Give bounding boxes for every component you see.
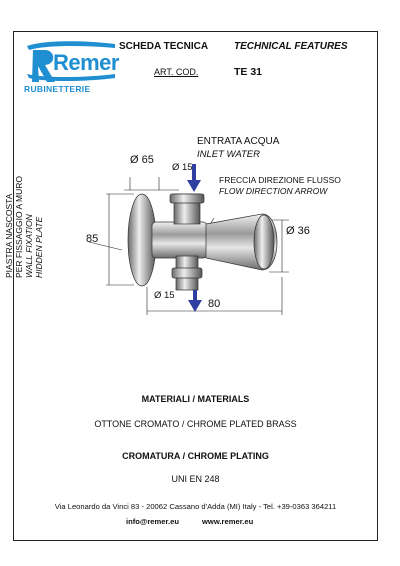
sheet-title-it: SCHEDA TECNICA — [119, 41, 209, 52]
dim-diameter-36: Ø 36 — [286, 225, 310, 237]
plate-label-en-2: HIDDEN PLATE — [34, 216, 44, 278]
remer-logo: Remer — [23, 38, 119, 98]
brand-subtitle: RUBINETTERIE — [24, 84, 91, 94]
valve-drawing — [88, 164, 289, 315]
inlet-arrow — [187, 164, 201, 192]
dim-diameter-15-top: Ø 15 — [172, 162, 193, 173]
plate-label-it-2: PER FISSAGGIO A MURO — [14, 175, 24, 278]
dim-length-80: 80 — [208, 298, 221, 310]
plating-title: CROMATURA / CHROME PLATING — [122, 451, 269, 461]
footer-email[interactable]: info@remer.eu — [126, 517, 179, 526]
article-code-label: ART. COD. — [154, 67, 199, 77]
footer-address: Via Leonardo da Vinci 83 - 20062 Cassano… — [54, 502, 337, 511]
plate-label-en-1: WALL FIXATION — [24, 214, 34, 278]
outlet-arrow — [188, 290, 202, 312]
dim-diameter-15-bottom: Ø 15 — [154, 290, 175, 301]
footer-website[interactable]: www.remer.eu — [202, 517, 254, 526]
brand-wordmark: Remer — [53, 50, 119, 75]
dim-diameter-65: Ø 65 — [130, 154, 154, 166]
hidden-plate-label: PIASTRA NASCOSTA PER FISSAGGIO A MURO WA… — [4, 176, 44, 278]
materials-title: MATERIALI / MATERIALS — [141, 394, 250, 404]
plating-value: UNI EN 248 — [171, 474, 220, 484]
inlet-label-en: INLET WATER — [197, 149, 260, 160]
article-code: TE 31 — [234, 66, 263, 78]
dim-height-85: 85 — [86, 233, 99, 245]
inlet-label-it: ENTRATA ACQUA — [197, 136, 280, 147]
flow-label-it: FRECCIA DIREZIONE FLUSSO — [219, 175, 341, 185]
plate-label-it-1: PIASTRA NASCOSTA — [4, 193, 14, 278]
flow-label-en: FLOW DIRECTION ARROW — [219, 186, 328, 196]
sheet-title-en: TECHNICAL FEATURES — [234, 41, 348, 52]
materials-value: OTTONE CROMATO / CHROME PLATED BRASS — [94, 419, 297, 429]
technical-sheet: Remer RUBINETTERIE SCHEDA TECNICA TECHNI… — [4, 31, 378, 541]
